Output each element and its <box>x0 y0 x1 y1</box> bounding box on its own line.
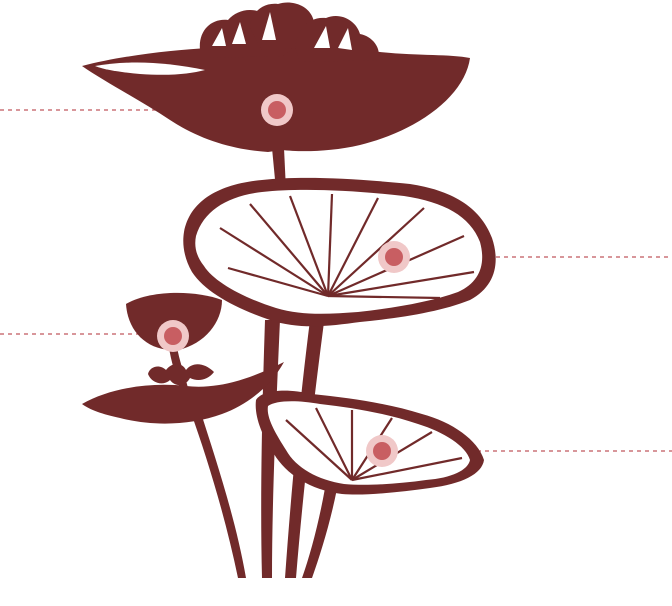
flower-left-petals <box>212 12 352 50</box>
hotspots <box>157 94 410 467</box>
flower-cap-highlight <box>95 62 205 75</box>
stem-third <box>302 470 340 578</box>
flower-right <box>295 15 379 62</box>
hotspot-large-leaf[interactable] <box>378 241 410 273</box>
left-leaf <box>82 362 284 424</box>
hotspot-small-leaf[interactable] <box>366 435 398 467</box>
small-bud-cluster <box>148 364 214 386</box>
hotspot-bud[interactable] <box>157 320 189 352</box>
stem-left <box>190 410 246 578</box>
hotspot-flower-cap[interactable] <box>261 94 293 126</box>
lotus-plant <box>82 2 496 578</box>
